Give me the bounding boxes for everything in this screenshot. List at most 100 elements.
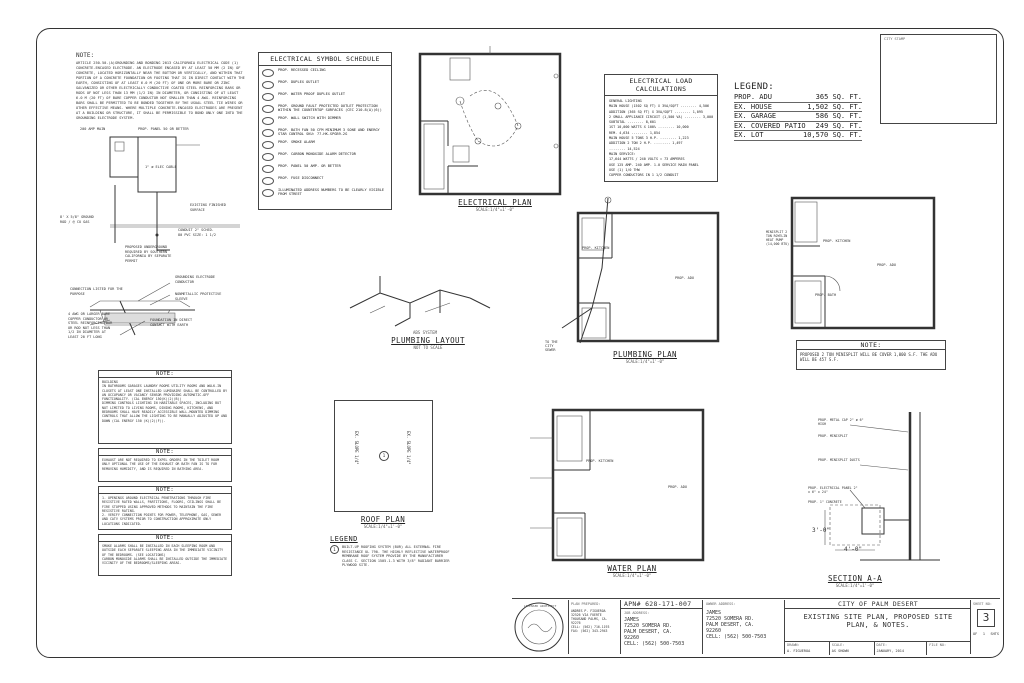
load-calc-line: ADDITION 2 TON 2 H.P. ........ 1,497 bbox=[609, 141, 683, 146]
note-title: NOTE: bbox=[99, 487, 231, 494]
symbol-row: PROP. FUSE DISCONNECT bbox=[259, 174, 391, 186]
symbol-description: PROP. WATER PROOF DUPLEX OUTLET bbox=[278, 91, 346, 96]
city-stamp-label: CITY STAMP bbox=[884, 37, 906, 41]
sheet-title: EXISTING SITE PLAN, PROPOSED SITE PLAN, … bbox=[803, 613, 953, 629]
plumbing-plan-scale: SCALE:1/4"=1'-0" bbox=[625, 359, 665, 364]
water-plan-title: WATER PLAN bbox=[607, 564, 657, 573]
conduit-label: CONDUIT 2" SCHED. 80 PVC SIZE: 1 1/2 bbox=[178, 228, 216, 237]
legend-value: 10,570 SQ. FT. bbox=[802, 131, 862, 139]
architect-seal bbox=[514, 602, 564, 652]
scale-value: AS SHOWN bbox=[831, 649, 849, 653]
load-calc-line: 2 SMALL APPLIANCE CIRCUIT (1,500 VA) ...… bbox=[609, 114, 713, 119]
drawing-sheet bbox=[36, 28, 1004, 658]
load-calculations: ELECTRICAL LOAD CALCULATIONS GENERAL LIG… bbox=[604, 74, 718, 182]
load-calc-line: MAIN HOUSE (1502 SQ FT) X 3VA/SQFT .....… bbox=[609, 104, 710, 109]
roof-callout-circle: 1 bbox=[379, 451, 389, 461]
load-calc-line: USE 125 AMP. 240 AMP. 1.0 SERVICE MAIN P… bbox=[609, 162, 699, 167]
minisplit-label: MINISPLIT 2 TON ROYELIN HEAT PUMP (14,00… bbox=[766, 230, 790, 246]
symbol-icon bbox=[262, 176, 274, 185]
plumbing-adu-label: PROP. ADU bbox=[675, 276, 694, 280]
water-kitchen-label: PROP. KITCHEN bbox=[586, 459, 614, 463]
city-stamp-box: CITY STAMP bbox=[880, 34, 997, 124]
symbol-icon bbox=[262, 140, 274, 149]
water-plan-drawing bbox=[530, 408, 705, 562]
load-calc-line: ADDITION (365 SQ FT) X 3VA/SQFT ........… bbox=[609, 109, 703, 114]
section-scale: SCALE:1/4"=1'-0" bbox=[835, 583, 875, 588]
symbol-row: PROP. BATH FAN 50 CFM MINIMUM 3 SONE AND… bbox=[259, 126, 391, 138]
symbol-icon bbox=[262, 68, 274, 77]
underground-label: PROPOSED UNDERGROUND REQUIRED BY SOUTHER… bbox=[125, 245, 172, 263]
sheet-no-label: SHEET NO: bbox=[973, 602, 992, 606]
symbol-row: PROP. SMOKE ALARM bbox=[259, 138, 391, 150]
cable-label: 1" ø ELEC CABLE bbox=[145, 165, 177, 169]
roof-plan-title: ROOF PLAN bbox=[360, 515, 406, 524]
note-text: 1. OPENINGS AROUND ELECTRICAL PENETRATIO… bbox=[102, 496, 222, 526]
symbol-row: ILLUMINATED ADDRESS NUMBERS TO BE CLEARL… bbox=[259, 186, 391, 198]
symbol-description: PROP. GROUND FAULT PROTECTED OUTLET PROT… bbox=[278, 103, 382, 113]
file-label: FILE NO: bbox=[929, 643, 947, 647]
section-drawing bbox=[824, 412, 940, 561]
legend-label: EX. COVERED PATIO bbox=[734, 121, 806, 130]
note-box: NOTE:EXHAUST ARE NOT REQUIRED TO EXPEL O… bbox=[98, 448, 232, 482]
section-label: PROP. MINISPLIT DUCTS bbox=[818, 458, 860, 462]
roof-legend-title: LEGEND bbox=[330, 535, 358, 543]
plumbing-plan-drawing bbox=[561, 196, 720, 344]
symbol-icon bbox=[262, 128, 274, 137]
plumbing-layout-scale: NOT TO SCALE bbox=[413, 345, 443, 350]
floor-plan-drawing bbox=[790, 196, 936, 330]
symbol-row: PROP. CARBON MONOXIDE ALARM DETECTOR bbox=[259, 150, 391, 162]
roof-legend-num: 1 bbox=[330, 545, 339, 554]
ground-rod-label: 8' X 5/8" GROUND ROD / @ CU GAS bbox=[60, 215, 94, 224]
floor-kitchen-label: PROP. KITCHEN bbox=[823, 239, 851, 243]
apn-number: APN# 628-171-007 bbox=[621, 600, 703, 609]
symbol-row: PROP. RECESSED CEILING bbox=[259, 66, 391, 78]
symbol-description: PROP. RECESSED CEILING bbox=[278, 67, 326, 72]
load-calc-line: COPPER CONDUCTORS IN 1 1/2 CONDUIT bbox=[609, 173, 679, 178]
sheet-title-cell: CITY OF PALM DESERT EXISTING SITE PLAN, … bbox=[784, 600, 971, 655]
roof-plan-box: EX. SLOPE 1/4" EX. SLOPE 1/4" 1 bbox=[334, 400, 433, 512]
section-label: PROP. MINISPLIT bbox=[818, 434, 848, 438]
symbol-description: PROP. CARBON MONOXIDE ALARM DETECTOR bbox=[278, 151, 356, 156]
load-calc-line: 17,644 WATTS / 240 VOLTS = 73 AMPERES bbox=[609, 157, 685, 162]
job-address: JAMES 72520 SOMERA RD. PALM DESERT, CA. … bbox=[624, 617, 685, 647]
city-name: CITY OF PALM DESERT bbox=[785, 600, 971, 609]
note-text: EXHAUST ARE NOT REQUIRED TO EXPEL ORDERS… bbox=[102, 458, 220, 471]
symbol-row: PROP. WALL SWITCH WITH DIMMER bbox=[259, 114, 391, 126]
finished-surface-label: EXISTING FINISHED SURFACE bbox=[190, 203, 226, 212]
legend-title: LEGEND: bbox=[734, 82, 775, 92]
plumbing-layout-title: PLUMBING LAYOUT bbox=[391, 336, 465, 345]
note-box: NOTE: 1. OPENINGS AROUND ELECTRICAL PENET… bbox=[98, 486, 232, 530]
note-box: NOTE:BUILDING IN BATHROOMS GARAGES LAUND… bbox=[98, 370, 232, 444]
connection-label: CONNECTION LISTED FOR THE PURPOSE bbox=[70, 287, 123, 296]
panel-label: PROP. PANEL 50 OR BETTER bbox=[138, 127, 189, 131]
roof-plan-scale: SCALE:1/4"=1'-0" bbox=[363, 524, 403, 529]
floor-note-box: NOTE: PROPOSED 2 TON MINISPLIT WILL BE C… bbox=[796, 340, 946, 370]
scale-label: SCALE: bbox=[831, 643, 845, 647]
plumbing-layout-abs: ABS SYSTEM bbox=[412, 330, 438, 335]
section-label: PROP. ELECTRICAL PANEL 2" x 6" x 24" bbox=[808, 486, 858, 494]
note-box: NOTE:SMOKE ALARMS SHALL BE INSTALLED IN … bbox=[98, 534, 232, 576]
symbol-icon bbox=[262, 116, 274, 125]
symbol-row: PROP. GROUND FAULT PROTECTED OUTLET PROT… bbox=[259, 102, 391, 114]
plumbing-side-label: TO THE CITY SEWER bbox=[545, 340, 558, 352]
plumbing-kitchen-label: PROP. KITCHEN bbox=[582, 246, 610, 250]
meter-label: 200 AMP MAIN bbox=[80, 127, 106, 131]
electrical-plan-title: ELECTRICAL PLAN bbox=[458, 198, 532, 207]
owner-label: OWNER ADDRESS: bbox=[706, 602, 736, 606]
of-value: 1 bbox=[982, 632, 985, 636]
top-note-title: NOTE: bbox=[76, 52, 95, 59]
grounding-conductor-label: GROUNDING ELECTRODE CONDUCTOR bbox=[175, 275, 216, 284]
symbol-icon bbox=[262, 188, 274, 197]
sheet-number-cell: SHEET NO: 3 OF 1 SHTS bbox=[970, 600, 1001, 654]
electrical-plan-drawing bbox=[418, 46, 562, 196]
load-calc-line: USE (1) 1/0 THW bbox=[609, 167, 640, 172]
top-note-text: ARTICLE 250.50-(A)GROUNDING AND BONDING … bbox=[76, 61, 245, 120]
plumbing-layout-drawing bbox=[349, 276, 491, 327]
symbol-description: ILLUMINATED ADDRESS NUMBERS TO BE CLEARL… bbox=[278, 187, 385, 197]
floor-note-text: PROPOSED 2 TON MINISPLIT WILL BE COVER 1… bbox=[800, 352, 938, 362]
symbol-description: PROP. FUSE DISCONNECT bbox=[278, 175, 324, 180]
